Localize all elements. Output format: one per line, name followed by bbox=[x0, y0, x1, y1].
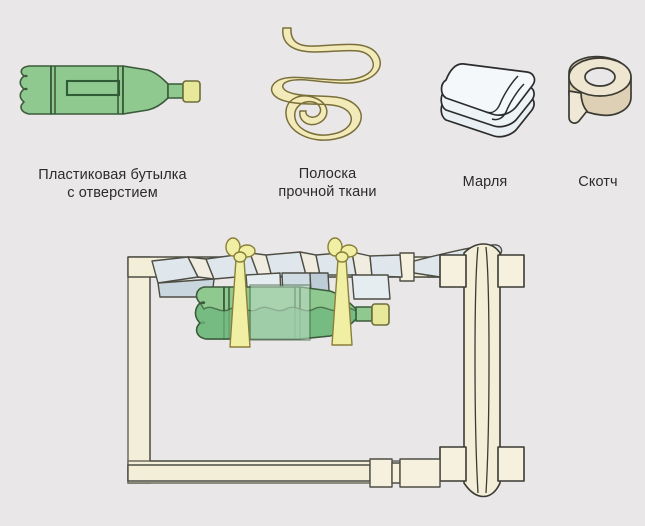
mounted-bottle-hole bbox=[250, 285, 310, 340]
material-label-gauze: Марля bbox=[420, 173, 550, 191]
material-item-gauze: Марля bbox=[420, 40, 550, 191]
material-label-strip: Полоска прочной ткани bbox=[245, 165, 410, 201]
gauze-icon bbox=[420, 40, 550, 145]
tape-roll-icon bbox=[553, 45, 643, 145]
material-label-bottle: Пластиковая бутылка с отверстием bbox=[5, 166, 220, 202]
material-item-tape: Скотч bbox=[553, 45, 643, 191]
assembly-svg bbox=[0, 225, 645, 521]
right-post bbox=[440, 244, 524, 497]
material-label-tape: Скотч bbox=[553, 173, 643, 191]
fabric-strip-icon bbox=[245, 18, 410, 153]
material-item-bottle: Пластиковая бутылка с отверстием bbox=[5, 40, 220, 202]
plastic-bottle-icon bbox=[5, 40, 220, 150]
materials-row: Пластиковая бутылка с отверстием Полоска… bbox=[0, 0, 645, 215]
material-item-strip: Полоска прочной ткани bbox=[245, 18, 410, 201]
mounted-bottle-cap bbox=[372, 304, 389, 325]
assembly-diagram bbox=[0, 225, 645, 521]
